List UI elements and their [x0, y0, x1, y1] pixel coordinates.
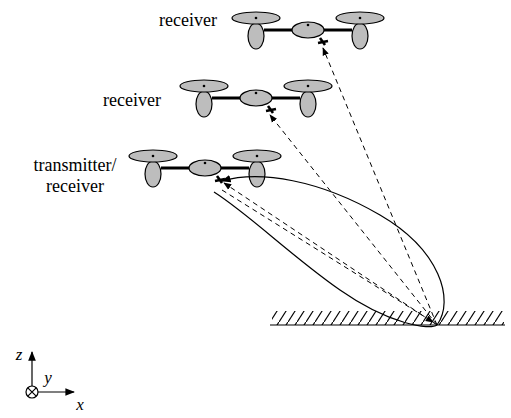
ray-middle [270, 115, 437, 325]
drone-receiver-middle [180, 80, 332, 117]
ground-hatch [272, 311, 504, 325]
ground-line [270, 324, 505, 325]
ray-transmitter [224, 183, 437, 325]
y-axis-cross [28, 388, 36, 396]
ray-top [323, 48, 437, 325]
y-axis-symbol [26, 386, 38, 398]
drone-label: receiver [138, 10, 238, 31]
drone-receiver-top [232, 12, 384, 49]
drone-transmitter [129, 150, 281, 187]
ray-down [222, 190, 433, 322]
axis-label: z [13, 345, 25, 365]
axis-label: y [42, 368, 54, 388]
axis-label: x [74, 395, 86, 415]
lobe-upper [222, 177, 444, 325]
lobe-lower [214, 192, 437, 327]
drone-label: receiver [87, 90, 177, 111]
drone-label: transmitter/ receiver [23, 155, 127, 196]
